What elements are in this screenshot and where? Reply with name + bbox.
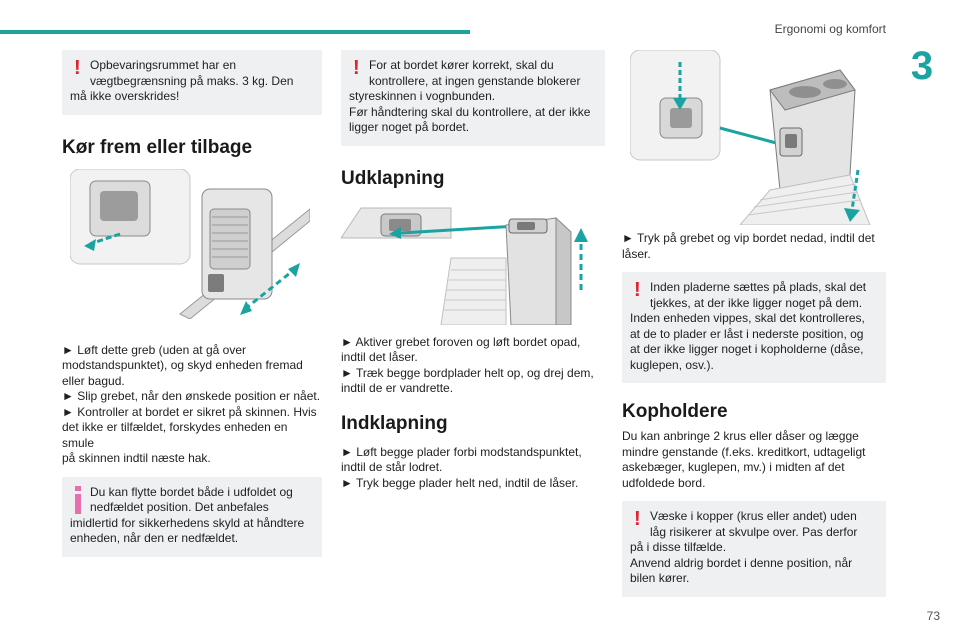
warning-text: Væske i kopper (krus eller andet) uden xyxy=(650,509,857,523)
section-title: Ergonomi og komfort xyxy=(774,22,886,36)
heading-cupholders: Kopholdere xyxy=(622,401,728,422)
illustration-rail-slide xyxy=(70,168,322,319)
body-line: det ikke er tilfældet, forskydes enheden… xyxy=(62,420,288,450)
body-line: ► Slip grebet, når den ønskede position … xyxy=(62,389,321,403)
info-text: imidlertid for sikkerhedens skyld at hån… xyxy=(70,515,305,530)
heading-unfold: Udklapning xyxy=(341,167,445,189)
instructions-fold: ► Løft begge plader forbi modstandspunkt… xyxy=(341,445,605,492)
warning-text: Før håndtering skal du kontrollere, at d… xyxy=(349,104,591,119)
body-line: ► Løft begge plader forbi modstandspunkt… xyxy=(341,444,582,459)
exclamation-icon: ! xyxy=(634,508,641,530)
heading-fold: Indklapning xyxy=(341,412,448,434)
page-number: 73 xyxy=(926,609,940,623)
warning-text: bilen kører. xyxy=(630,571,690,585)
body-line: indtil de står lodret. xyxy=(341,460,443,474)
body-line: Du kan anbringe 2 krus eller dåser og læ… xyxy=(622,429,859,443)
column-right: ► Tryk på grebet og vip bordet nedad, in… xyxy=(622,50,886,597)
body-line: ► Træk begge bordplader helt op, og drej… xyxy=(341,365,594,380)
exclamation-icon: ! xyxy=(634,279,641,301)
warning-text: styreskinnen i vognbunden. xyxy=(349,89,496,103)
warning-text: at der ikke ligger noget i kopholderne (… xyxy=(630,342,864,356)
warning-text: vægtbegrænsning på maks. 3 kg. Den xyxy=(90,73,294,88)
body-line: eller bagud. xyxy=(62,373,125,388)
warning-text: Inden enheden vippes, skal det kontrolle… xyxy=(630,311,865,325)
body-line: ► Tryk på grebet og vip bordet nedad, in… xyxy=(622,231,875,245)
illustration-unfold xyxy=(341,199,605,325)
warning-box-liquids: ! Væske i kopper (krus eller andet) uden… xyxy=(622,501,886,597)
chapter-number: 3 xyxy=(910,44,934,88)
info-text: nedfældet position. Det anbefales xyxy=(90,500,269,514)
warning-text: Inden pladerne sættes på plads, skal det xyxy=(650,280,867,294)
info-text: enheden, når den er nedfældet. xyxy=(70,531,239,545)
warning-text: kontrollere, at ingen genstande blokerer xyxy=(369,73,581,88)
warning-text: tjekkes, at der ikke ligger noget på dem… xyxy=(650,295,863,310)
body-line: låser. xyxy=(622,246,651,261)
exclamation-icon: ! xyxy=(74,57,81,79)
warning-text: For at bordet kører korrekt, skal du xyxy=(369,58,554,72)
warning-text: låg risikerer at skvulpe over. Pas derfo… xyxy=(650,524,858,539)
body-line: ► Løft dette greb (uden at gå over xyxy=(62,342,246,357)
warning-text: Anvend aldrig bordet i denne position, n… xyxy=(630,555,853,570)
cupholders-description: Du kan anbringe 2 krus eller dåser og læ… xyxy=(622,429,886,491)
body-line: ► Tryk begge plader helt ned, indtil de … xyxy=(341,475,579,490)
exclamation-icon: ! xyxy=(353,57,360,79)
instructions-move: ► Løft dette greb (uden at gå over modst… xyxy=(62,343,322,467)
body-line: askebæger, kuglepen, mv.) i midten af de… xyxy=(622,460,845,474)
warning-text: på i disse tilfælde. xyxy=(630,540,727,554)
warning-box-rail: ! For at bordet kører korrekt, skal du k… xyxy=(341,50,605,146)
heading-move: Kør frem eller tilbage xyxy=(62,136,253,158)
header-accent-bar xyxy=(0,30,470,34)
body-line: på skinnen indtil næste hak. xyxy=(62,451,211,465)
column-left: ! Opbevaringsrummet har en vægtbegrænsni… xyxy=(62,50,322,557)
warning-text: må ikke overskrides! xyxy=(70,89,180,103)
body-line: indtil det låser. xyxy=(341,350,418,364)
body-line: mindre genstande (f.eks. kreditkort, udt… xyxy=(622,444,866,459)
info-box-move: Du kan flytte bordet både i udfoldet og … xyxy=(62,476,322,557)
warning-box-weight: ! Opbevaringsrummet har en vægtbegrænsni… xyxy=(62,50,322,115)
info-text: Du kan flytte bordet både i udfoldet og xyxy=(90,484,293,499)
warning-text: at de to plader er låst i nederste posit… xyxy=(630,326,864,341)
warning-text: Opbevaringsrummet har en xyxy=(90,58,237,72)
body-line: indtil de er vandrette. xyxy=(341,381,454,395)
instructions-unfold: ► Aktiver grebet foroven og løft bordet … xyxy=(341,335,605,397)
warning-text: kuglepen, osv.). xyxy=(630,357,714,372)
column-middle: ! For at bordet kører korrekt, skal du k… xyxy=(341,50,605,491)
body-line: ► Aktiver grebet foroven og løft bordet … xyxy=(341,334,581,349)
body-line: ► Kontroller at bordet er sikret på skin… xyxy=(62,404,317,419)
body-line: modstandspunktet), og skyd enheden frema… xyxy=(62,358,303,372)
illustration-tilt-down xyxy=(630,50,886,225)
instructions-tilt: ► Tryk på grebet og vip bordet nedad, in… xyxy=(622,231,886,262)
body-line: udfoldede bord. xyxy=(622,475,706,490)
warning-box-plates: ! Inden pladerne sættes på plads, skal d… xyxy=(622,272,886,383)
info-icon xyxy=(74,485,84,514)
warning-text: ligger noget på bordet. xyxy=(349,120,470,134)
